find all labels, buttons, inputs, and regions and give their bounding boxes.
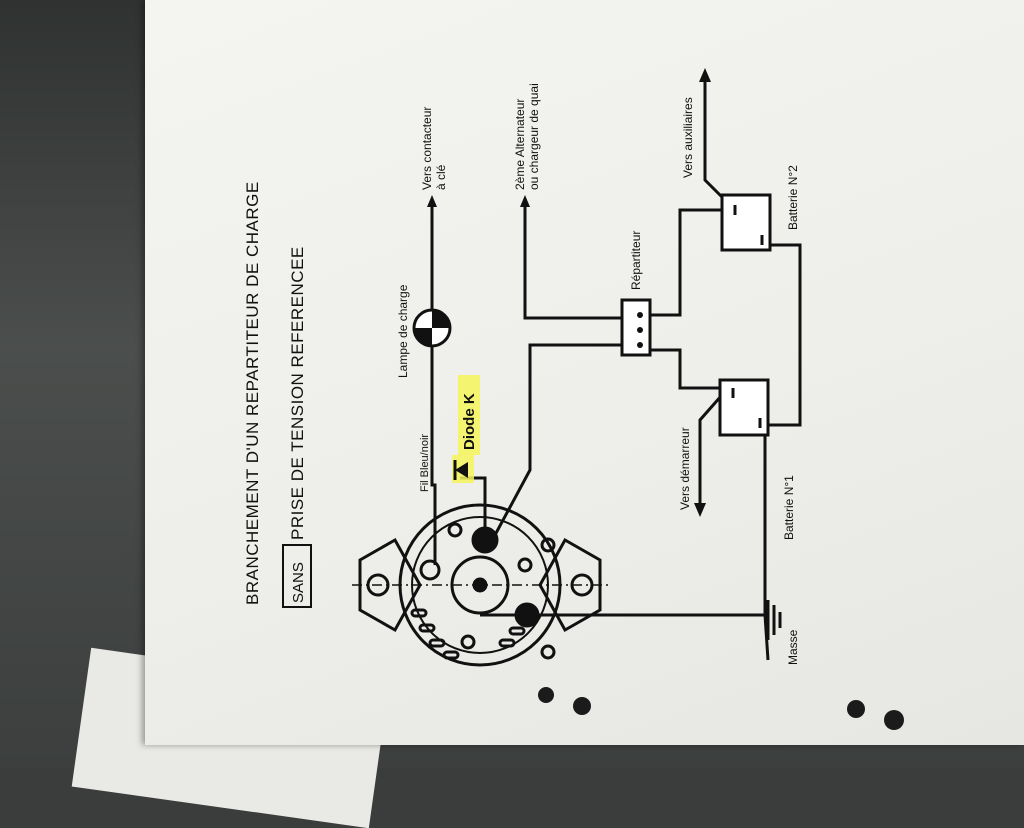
paper-sheet (145, 0, 1024, 745)
alternateur-label-line1: 2ème Alternateur (513, 99, 527, 190)
auxiliaires-label: Vers auxiliaires (681, 97, 695, 178)
document-subtitle: PRISE DE TENSION REFERENCEE (288, 246, 307, 540)
ground-icon (766, 600, 782, 640)
binder-holes (538, 687, 904, 730)
contacteur-label-line1: Vers contacteur (420, 107, 434, 190)
wiring-diagram: BRANCHEMENT D'UN REPARTITEUR DE CHARGE S… (243, 68, 904, 730)
contacteur-label-line2: à clé (434, 164, 448, 190)
alternator-drawing (352, 503, 612, 667)
arrows (427, 68, 711, 517)
charge-lamp-icon (412, 308, 452, 348)
repartiteur-label: Répartiteur (629, 231, 643, 290)
diode-icon (452, 455, 474, 483)
masse-label: Masse (786, 629, 800, 665)
repartiteur-box (620, 298, 652, 357)
sans-box (282, 544, 312, 608)
demarreur-label: Vers démarreur (678, 427, 692, 510)
diode-label-highlight (458, 375, 480, 455)
batterie1-label: Batterie N°1 (782, 475, 796, 540)
alternateur-label-line2: ou chargeur de quai (527, 83, 541, 190)
sans-label: SANS (290, 562, 307, 603)
fil-bleu-label: Fil Bleu/noir (419, 434, 431, 492)
battery-2 (720, 193, 772, 252)
batterie2-label: Batterie N°2 (786, 165, 800, 230)
battery-1 (718, 378, 770, 437)
lampe-label: Lampe de charge (396, 284, 410, 378)
wires (430, 80, 802, 661)
document-title: BRANCHEMENT D'UN REPARTITEUR DE CHARGE (243, 181, 262, 605)
diode-label: Diode K (461, 393, 478, 450)
